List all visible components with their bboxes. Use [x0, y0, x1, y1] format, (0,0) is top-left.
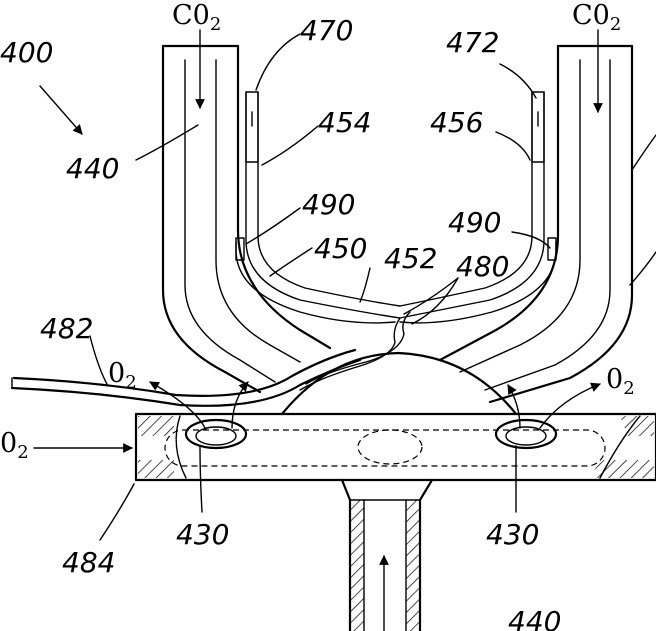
label-482: 482 [40, 312, 93, 345]
label-430-right: 430 [486, 518, 539, 551]
gas-co2-left: C02 [172, 0, 221, 35]
hose-482 [12, 350, 360, 406]
gas-o2-right-out: 02 [606, 364, 635, 399]
label-456: 456 [430, 106, 483, 139]
gas-o2-left-out: 02 [108, 358, 137, 393]
o2-right-out-arrow [540, 384, 600, 428]
label-472: 472 [446, 26, 499, 59]
base-manifold [136, 414, 656, 480]
label-490-right: 490 [448, 206, 501, 239]
label-484: 484 [62, 546, 115, 579]
label-440-bottom: 440 [508, 605, 561, 631]
labels: 400 440 470 472 454 456 490 490 450 452 … [0, 14, 561, 631]
label-480: 480 [456, 250, 509, 283]
label-400: 400 [0, 36, 53, 69]
gas-o2-inlet: 02 [0, 428, 29, 463]
label-452: 452 [384, 242, 437, 275]
label-450: 450 [314, 232, 367, 265]
label-430-left: 430 [176, 518, 229, 551]
inlet-pipe [342, 480, 432, 631]
gas-co2-right: C02 [572, 0, 621, 35]
inner-u-tubes [236, 92, 556, 323]
label-490-left: 490 [302, 188, 355, 221]
label-454: 454 [318, 106, 371, 139]
label-440: 440 [66, 152, 119, 185]
label-470: 470 [300, 14, 353, 47]
